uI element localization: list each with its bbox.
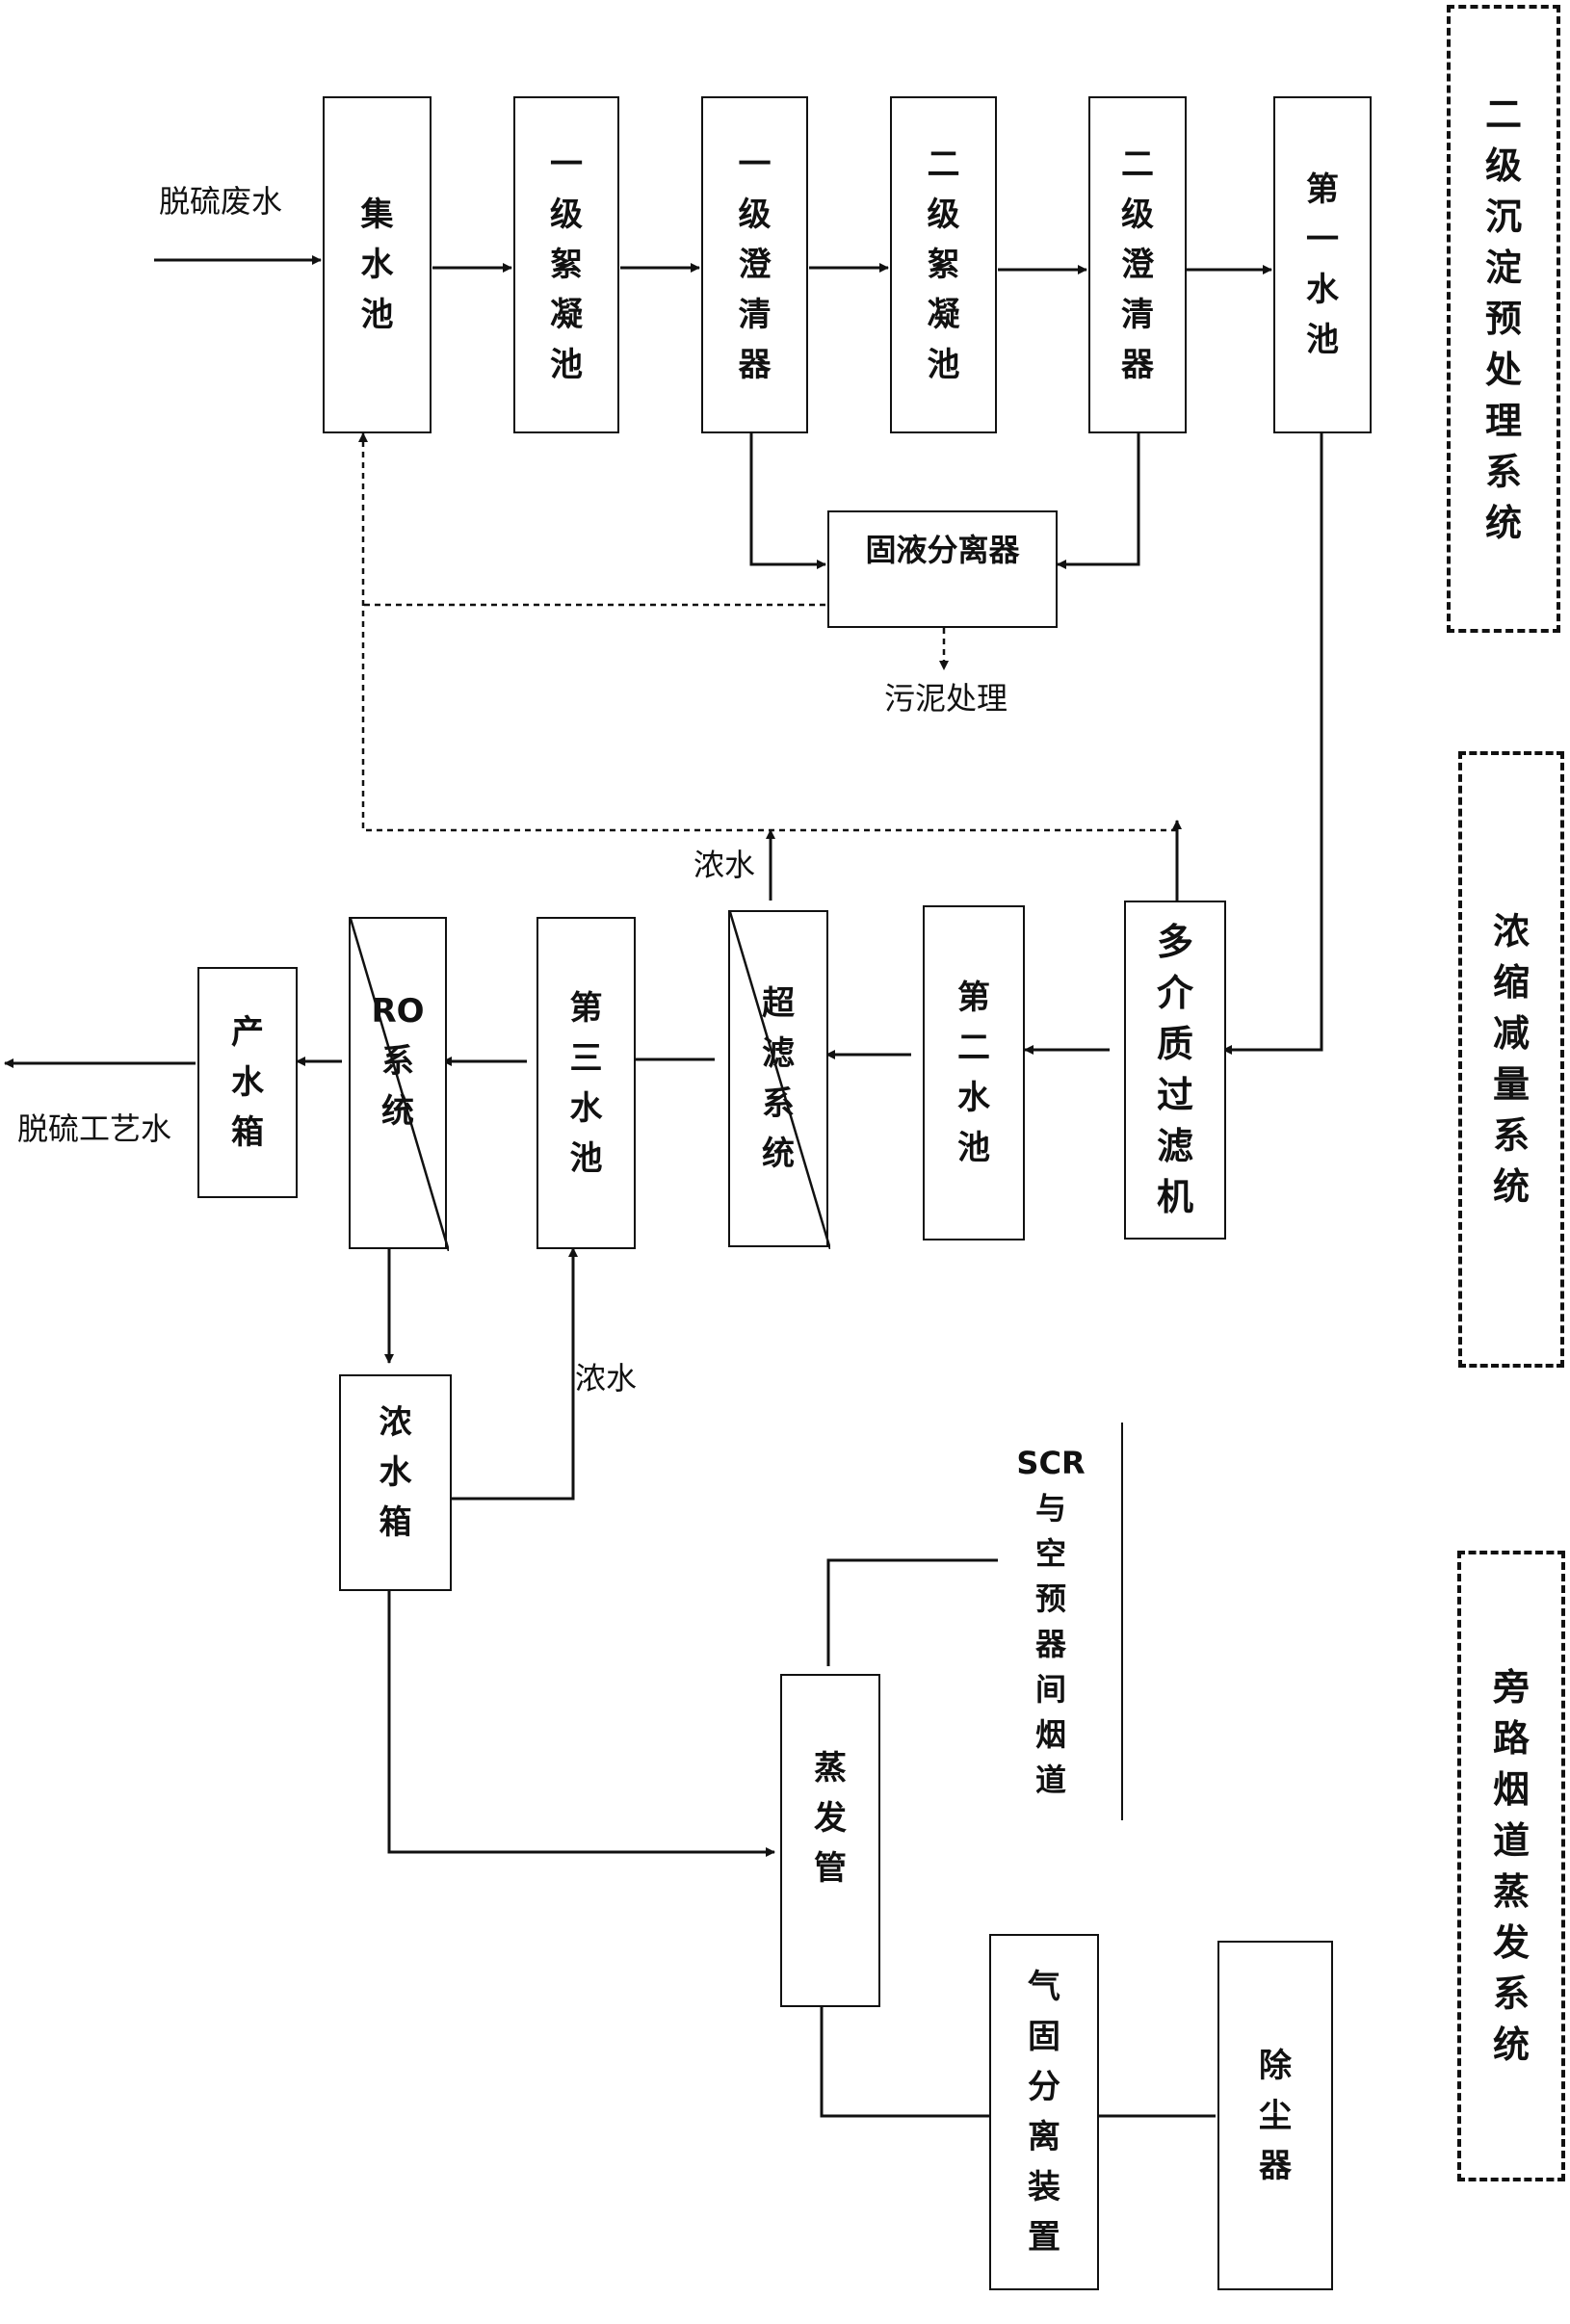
- ro-concentrate-label: 浓水: [575, 1360, 638, 1397]
- pool2-label: 第二水池: [957, 979, 990, 1167]
- floc1-label: 一级絮凝池: [550, 145, 583, 384]
- outlet-label: 脱硫工艺水: [17, 1110, 172, 1147]
- evaporator-box: 蒸发管: [780, 1674, 880, 2007]
- sludge-label: 污泥处理: [884, 680, 1008, 717]
- concentration-system-label: 浓缩减量系统: [1492, 910, 1530, 1208]
- solid-liquid-separator-box: 固液分离器: [827, 510, 1058, 628]
- ultrafiltration-label: 超滤系统: [762, 984, 795, 1173]
- floc2-label: 二级絮凝池: [927, 145, 960, 384]
- product-water-tank-label: 产水箱: [231, 1013, 264, 1152]
- pool3-label: 第三水池: [569, 988, 603, 1178]
- arrow-clar2-sep: [1057, 433, 1140, 569]
- clar2-box: 二级澄清器: [1088, 96, 1187, 433]
- multimedia-filter-label: 多介质过滤机: [1156, 921, 1193, 1218]
- floc2-box: 二级絮凝池: [890, 96, 997, 433]
- pool1-box: 第一水池: [1273, 96, 1372, 433]
- concentration-system-box: 浓缩减量系统: [1458, 751, 1564, 1368]
- collect-pool-label: 集水池: [360, 196, 394, 334]
- pool1-label: 第一水池: [1306, 170, 1339, 359]
- collect-pool-box: 集水池: [323, 96, 432, 433]
- clar2-label: 二级澄清器: [1121, 145, 1154, 384]
- line-evap-scr: [826, 1558, 998, 1666]
- solid-liquid-separator-label: 固液分离器: [865, 532, 1020, 568]
- concentrate-tank-box: 浓水箱: [339, 1374, 452, 1591]
- floc1-box: 一级絮凝池: [513, 96, 619, 433]
- pool2-box: 第二水池: [923, 905, 1025, 1240]
- gas-solid-separator-box: 气固分离装置: [989, 1934, 1099, 2290]
- inlet-label: 脱硫废水: [159, 183, 283, 220]
- multimedia-filter-box: 多介质过滤机: [1124, 901, 1226, 1240]
- dashed-conc-return: [358, 432, 1177, 832]
- bypass-evaporation-system-label: 旁路烟道蒸发系统: [1492, 1665, 1530, 2066]
- arrow-conctank-evap: [387, 1591, 775, 1857]
- pretreatment-system-box: 二级沉淀预处理系统: [1447, 5, 1560, 633]
- arrow-pool1-mmf: [1222, 433, 1323, 1055]
- bypass-evaporation-system-box: 旁路烟道蒸发系统: [1457, 1551, 1565, 2181]
- pretreatment-system-label: 二级沉淀预处理系统: [1484, 92, 1522, 544]
- product-water-tank-box: 产水箱: [197, 967, 298, 1198]
- concentrate-tank-label: 浓水箱: [379, 1403, 412, 1542]
- arrow-conctank-pool3: [450, 1247, 578, 1501]
- line-evap-gs: [820, 2007, 989, 2118]
- arrow-clar1-sep: [749, 433, 826, 569]
- ultrafiltration-box: 超滤系统: [728, 910, 830, 1249]
- clar1-box: 一级澄清器: [701, 96, 808, 433]
- uf-concentrate-label: 浓水: [693, 847, 756, 883]
- ro-diagonal-line: [351, 919, 449, 1251]
- dust-collector-label: 除尘器: [1259, 2046, 1292, 2185]
- pool3-box: 第三水池: [536, 917, 636, 1249]
- uf-diagonal-line: [730, 912, 830, 1249]
- evaporator-label: 蒸发管: [814, 1749, 847, 1888]
- clar1-label: 一级澄清器: [738, 145, 772, 384]
- dust-collector-box: 除尘器: [1217, 1941, 1333, 2290]
- gas-solid-separator-label: 气固分离装置: [1028, 1968, 1060, 2257]
